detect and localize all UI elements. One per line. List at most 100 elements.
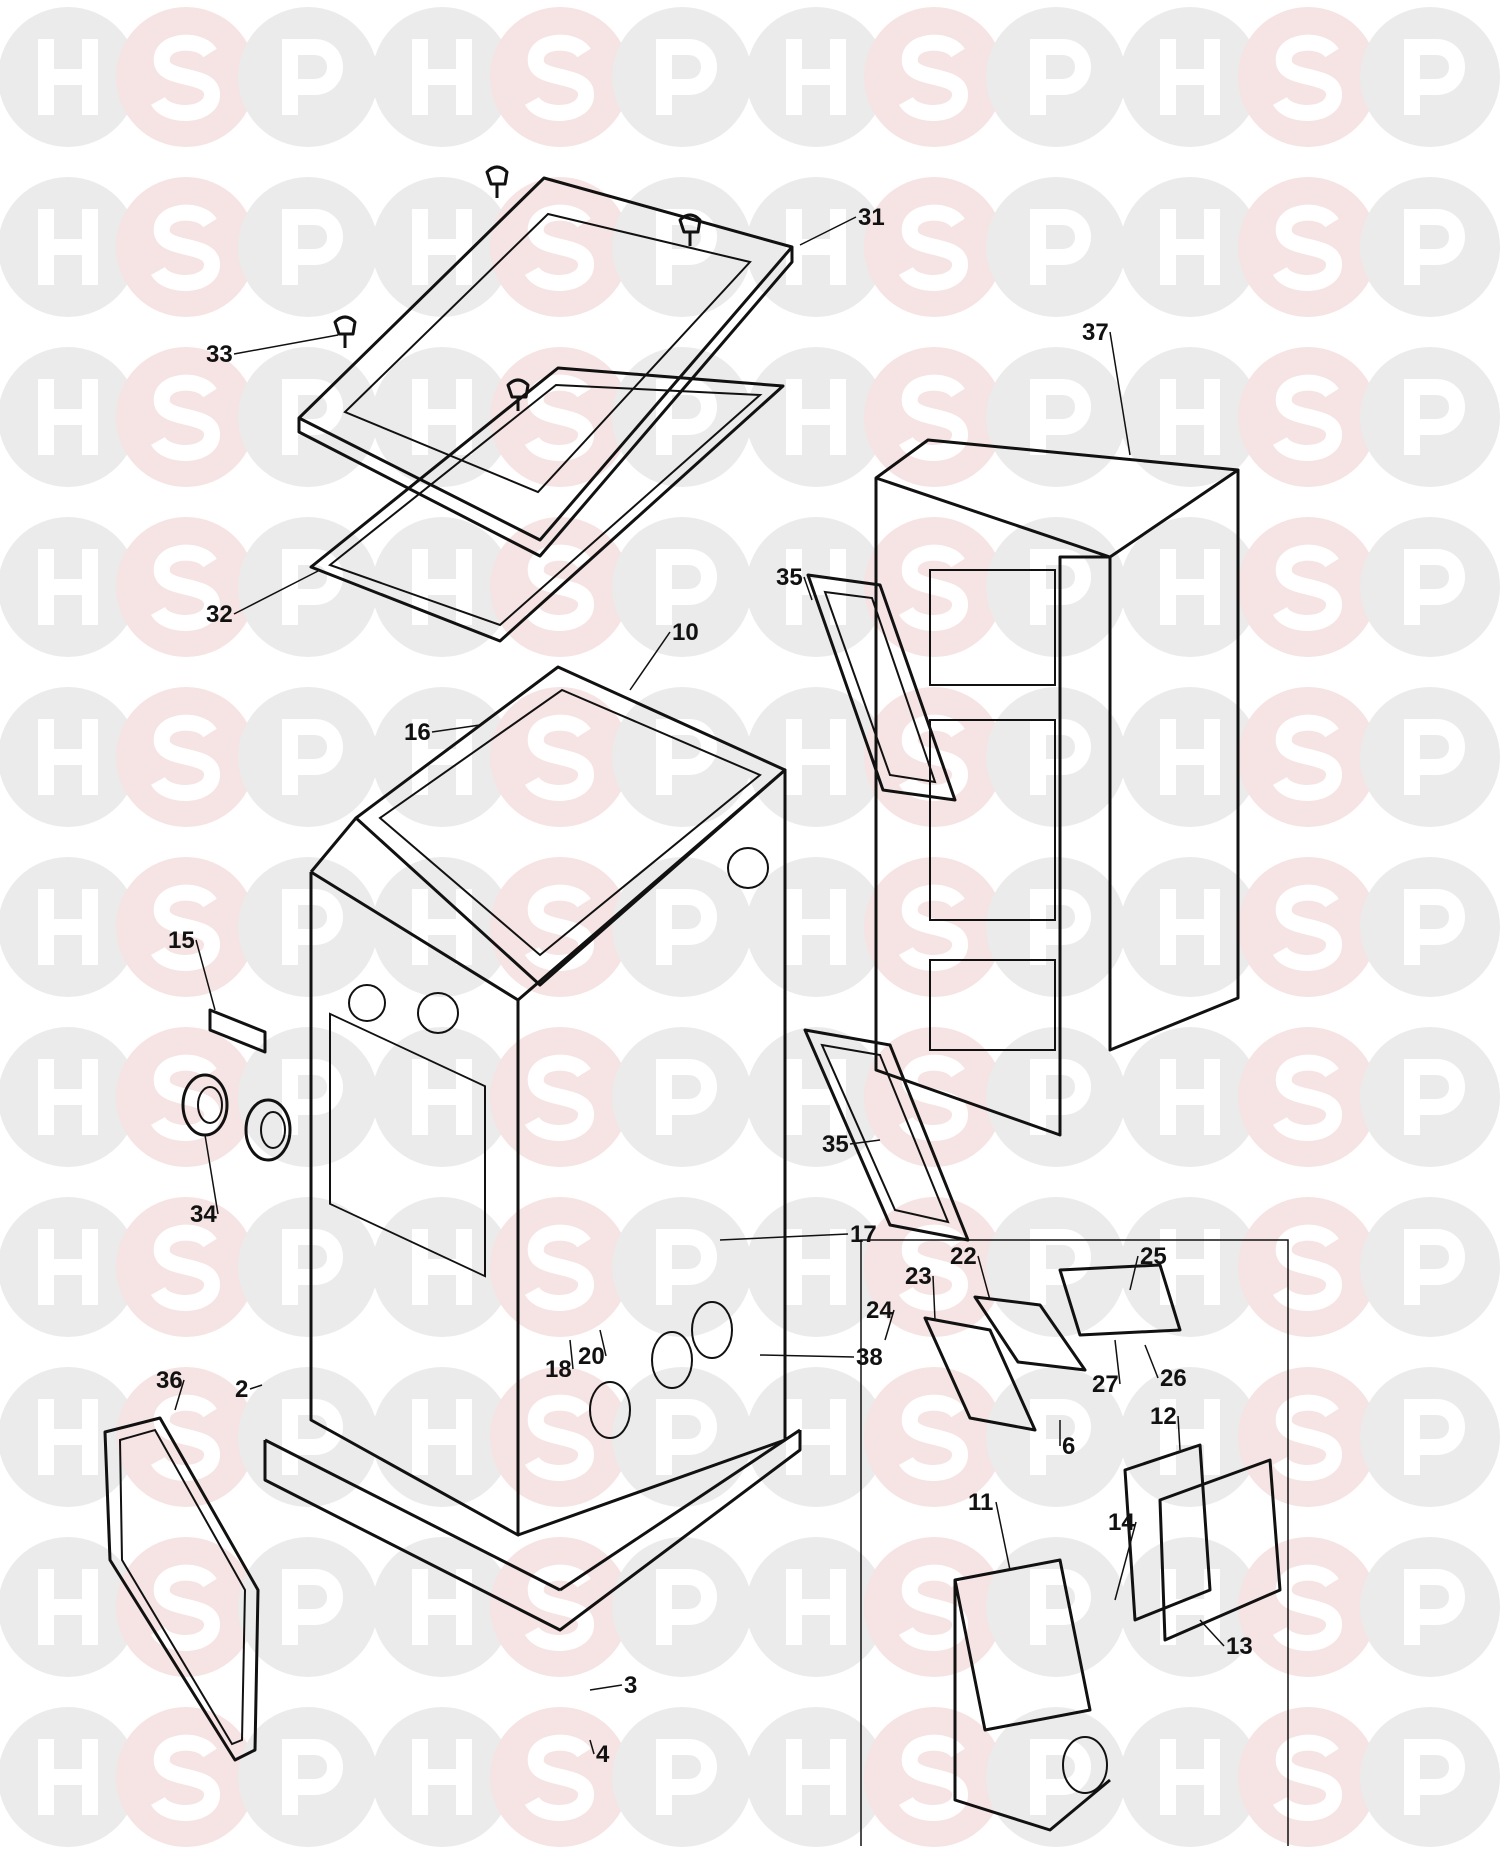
part-number-label[interactable]: 36: [156, 1367, 183, 1394]
leader-line: [1109, 331, 1131, 456]
watermark-letter-p: [1404, 379, 1465, 455]
callout-34[interactable]: 34: [190, 1134, 219, 1228]
watermark-letter-h: [38, 719, 98, 795]
part-number-label[interactable]: 11: [968, 1489, 993, 1516]
callout-14[interactable]: 14: [1108, 1509, 1137, 1601]
watermark-circle: [612, 1197, 752, 1337]
part-number-label[interactable]: 35: [822, 1131, 849, 1158]
part-number-label[interactable]: 24: [866, 1297, 893, 1324]
part-number-label[interactable]: 18: [545, 1356, 572, 1383]
callout-20[interactable]: 20: [578, 1329, 607, 1370]
watermark-circle: [238, 1197, 378, 1337]
callout-12[interactable]: 12: [1150, 1403, 1181, 1451]
watermark-letter-s: [1273, 1734, 1342, 1821]
callout-33[interactable]: 33: [206, 334, 339, 368]
callout-27[interactable]: 27: [1092, 1339, 1121, 1398]
watermark-circle: [238, 1707, 378, 1847]
part-number-label[interactable]: 16: [404, 719, 431, 746]
part-number-label[interactable]: 27: [1092, 1371, 1119, 1398]
leader-line: [803, 576, 813, 601]
watermark-letter-s: [525, 1734, 594, 1821]
watermark-circle: [238, 687, 378, 827]
watermark-letter-h: [786, 1399, 846, 1475]
callout-18[interactable]: 18: [545, 1339, 574, 1383]
callout-11[interactable]: 11: [968, 1489, 1011, 1571]
watermark-letter-p: [1404, 549, 1465, 625]
part-number-label[interactable]: 31: [858, 204, 885, 231]
watermark-letter-s: [1273, 34, 1342, 121]
watermark-letter-p: [282, 39, 343, 115]
watermark-letter-h: [786, 889, 846, 965]
callout-25[interactable]: 25: [1129, 1243, 1167, 1291]
part-number-label[interactable]: 15: [168, 927, 195, 954]
part-number-label[interactable]: 25: [1140, 1243, 1167, 1270]
callout-22[interactable]: 22: [950, 1243, 991, 1301]
callout-6[interactable]: 6: [1059, 1420, 1075, 1460]
part-number-label[interactable]: 17: [850, 1221, 877, 1248]
part-number-label[interactable]: 34: [190, 1201, 217, 1228]
callout-17[interactable]: 17: [719, 1221, 877, 1248]
part-number-label[interactable]: 35: [776, 564, 803, 591]
watermark-letter-p: [1030, 209, 1091, 285]
callout-13[interactable]: 13: [1199, 1619, 1253, 1660]
callout-16[interactable]: 16: [404, 719, 481, 746]
part-number-label[interactable]: 38: [856, 1344, 883, 1371]
watermark-letter-p: [656, 1059, 717, 1135]
callout-15[interactable]: 15: [168, 927, 216, 1011]
callout-35[interactable]: 35: [776, 564, 813, 601]
watermark-letter-h: [412, 1399, 472, 1475]
callout-10[interactable]: 10: [629, 619, 699, 691]
watermark-letter-s: [899, 544, 968, 631]
parts: [103, 165, 1289, 1846]
watermark-letter-s: [525, 204, 594, 291]
part-number-label[interactable]: 6: [1062, 1433, 1075, 1460]
part-number-label[interactable]: 2: [235, 1376, 248, 1403]
part-number-label[interactable]: 10: [672, 619, 699, 646]
callout-31[interactable]: 31: [799, 204, 885, 246]
leader-line: [233, 569, 321, 615]
watermark-circle: [612, 1707, 752, 1847]
watermark-letter-p: [1030, 1059, 1091, 1135]
watermark-letter-p: [656, 1569, 717, 1645]
watermark-letter-s: [1273, 374, 1342, 461]
watermark-circle: [238, 1537, 378, 1677]
callout-23[interactable]: 23: [905, 1263, 936, 1321]
callout-24[interactable]: 24: [866, 1297, 895, 1341]
callout-4[interactable]: 4: [589, 1739, 610, 1768]
watermark-letter-p: [656, 39, 717, 115]
part-number-label[interactable]: 32: [206, 601, 233, 628]
watermark-circle: [238, 177, 378, 317]
callout-2[interactable]: 2: [235, 1376, 263, 1403]
part-number-label[interactable]: 13: [1226, 1633, 1253, 1660]
watermark-circle: [1360, 687, 1500, 827]
watermark-letter-p: [1030, 1739, 1091, 1815]
callout-3[interactable]: 3: [589, 1672, 637, 1699]
part-number-label[interactable]: 4: [596, 1741, 610, 1768]
part-number-label[interactable]: 37: [1082, 319, 1109, 346]
watermark-letter-h: [786, 1229, 846, 1305]
part-number-label[interactable]: 33: [206, 341, 233, 368]
watermark-letter-s: [1273, 1054, 1342, 1141]
part-number-label[interactable]: 20: [578, 1343, 605, 1370]
callout-35[interactable]: 35: [822, 1131, 881, 1158]
part-number-label[interactable]: 22: [950, 1243, 977, 1270]
watermark-circle: [1360, 1537, 1500, 1677]
part-number-label[interactable]: 12: [1150, 1403, 1177, 1430]
watermark-letter-s: [1273, 714, 1342, 801]
callout-36[interactable]: 36: [156, 1367, 185, 1411]
part-number-label[interactable]: 14: [1108, 1509, 1135, 1536]
hsp-watermark: [0, 7, 1500, 1847]
watermark-circle: [238, 857, 378, 997]
watermark-circle: [238, 1367, 378, 1507]
watermark-letter-h: [38, 549, 98, 625]
part-number-label[interactable]: 3: [624, 1672, 637, 1699]
callout-37[interactable]: 37: [1082, 319, 1131, 456]
watermark-letter-s: [151, 204, 220, 291]
callout-26[interactable]: 26: [1144, 1344, 1187, 1392]
callout-38[interactable]: 38: [759, 1344, 883, 1371]
part-number-label[interactable]: 26: [1160, 1365, 1187, 1392]
part-number-label[interactable]: 23: [905, 1263, 932, 1290]
callout-32[interactable]: 32: [206, 569, 321, 628]
watermark-letter-h: [38, 379, 98, 455]
watermark-circle: [1360, 1197, 1500, 1337]
